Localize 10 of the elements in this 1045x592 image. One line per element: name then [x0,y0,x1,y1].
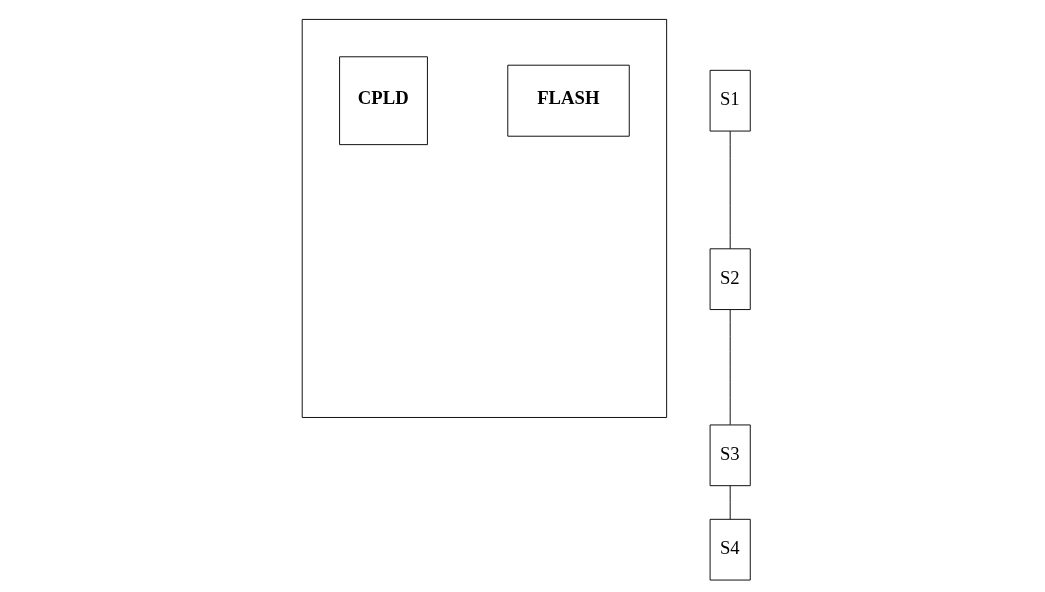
node-box: S2 [709,248,751,310]
cluster [301,18,668,418]
node-box: S1 [709,69,751,132]
connector [729,130,731,250]
node-box: FLASH [507,64,630,137]
node-box: S3 [709,424,751,487]
node-box: CPLD [339,56,428,146]
connector [729,309,731,426]
node-box: S4 [709,518,751,581]
connector [729,485,731,520]
